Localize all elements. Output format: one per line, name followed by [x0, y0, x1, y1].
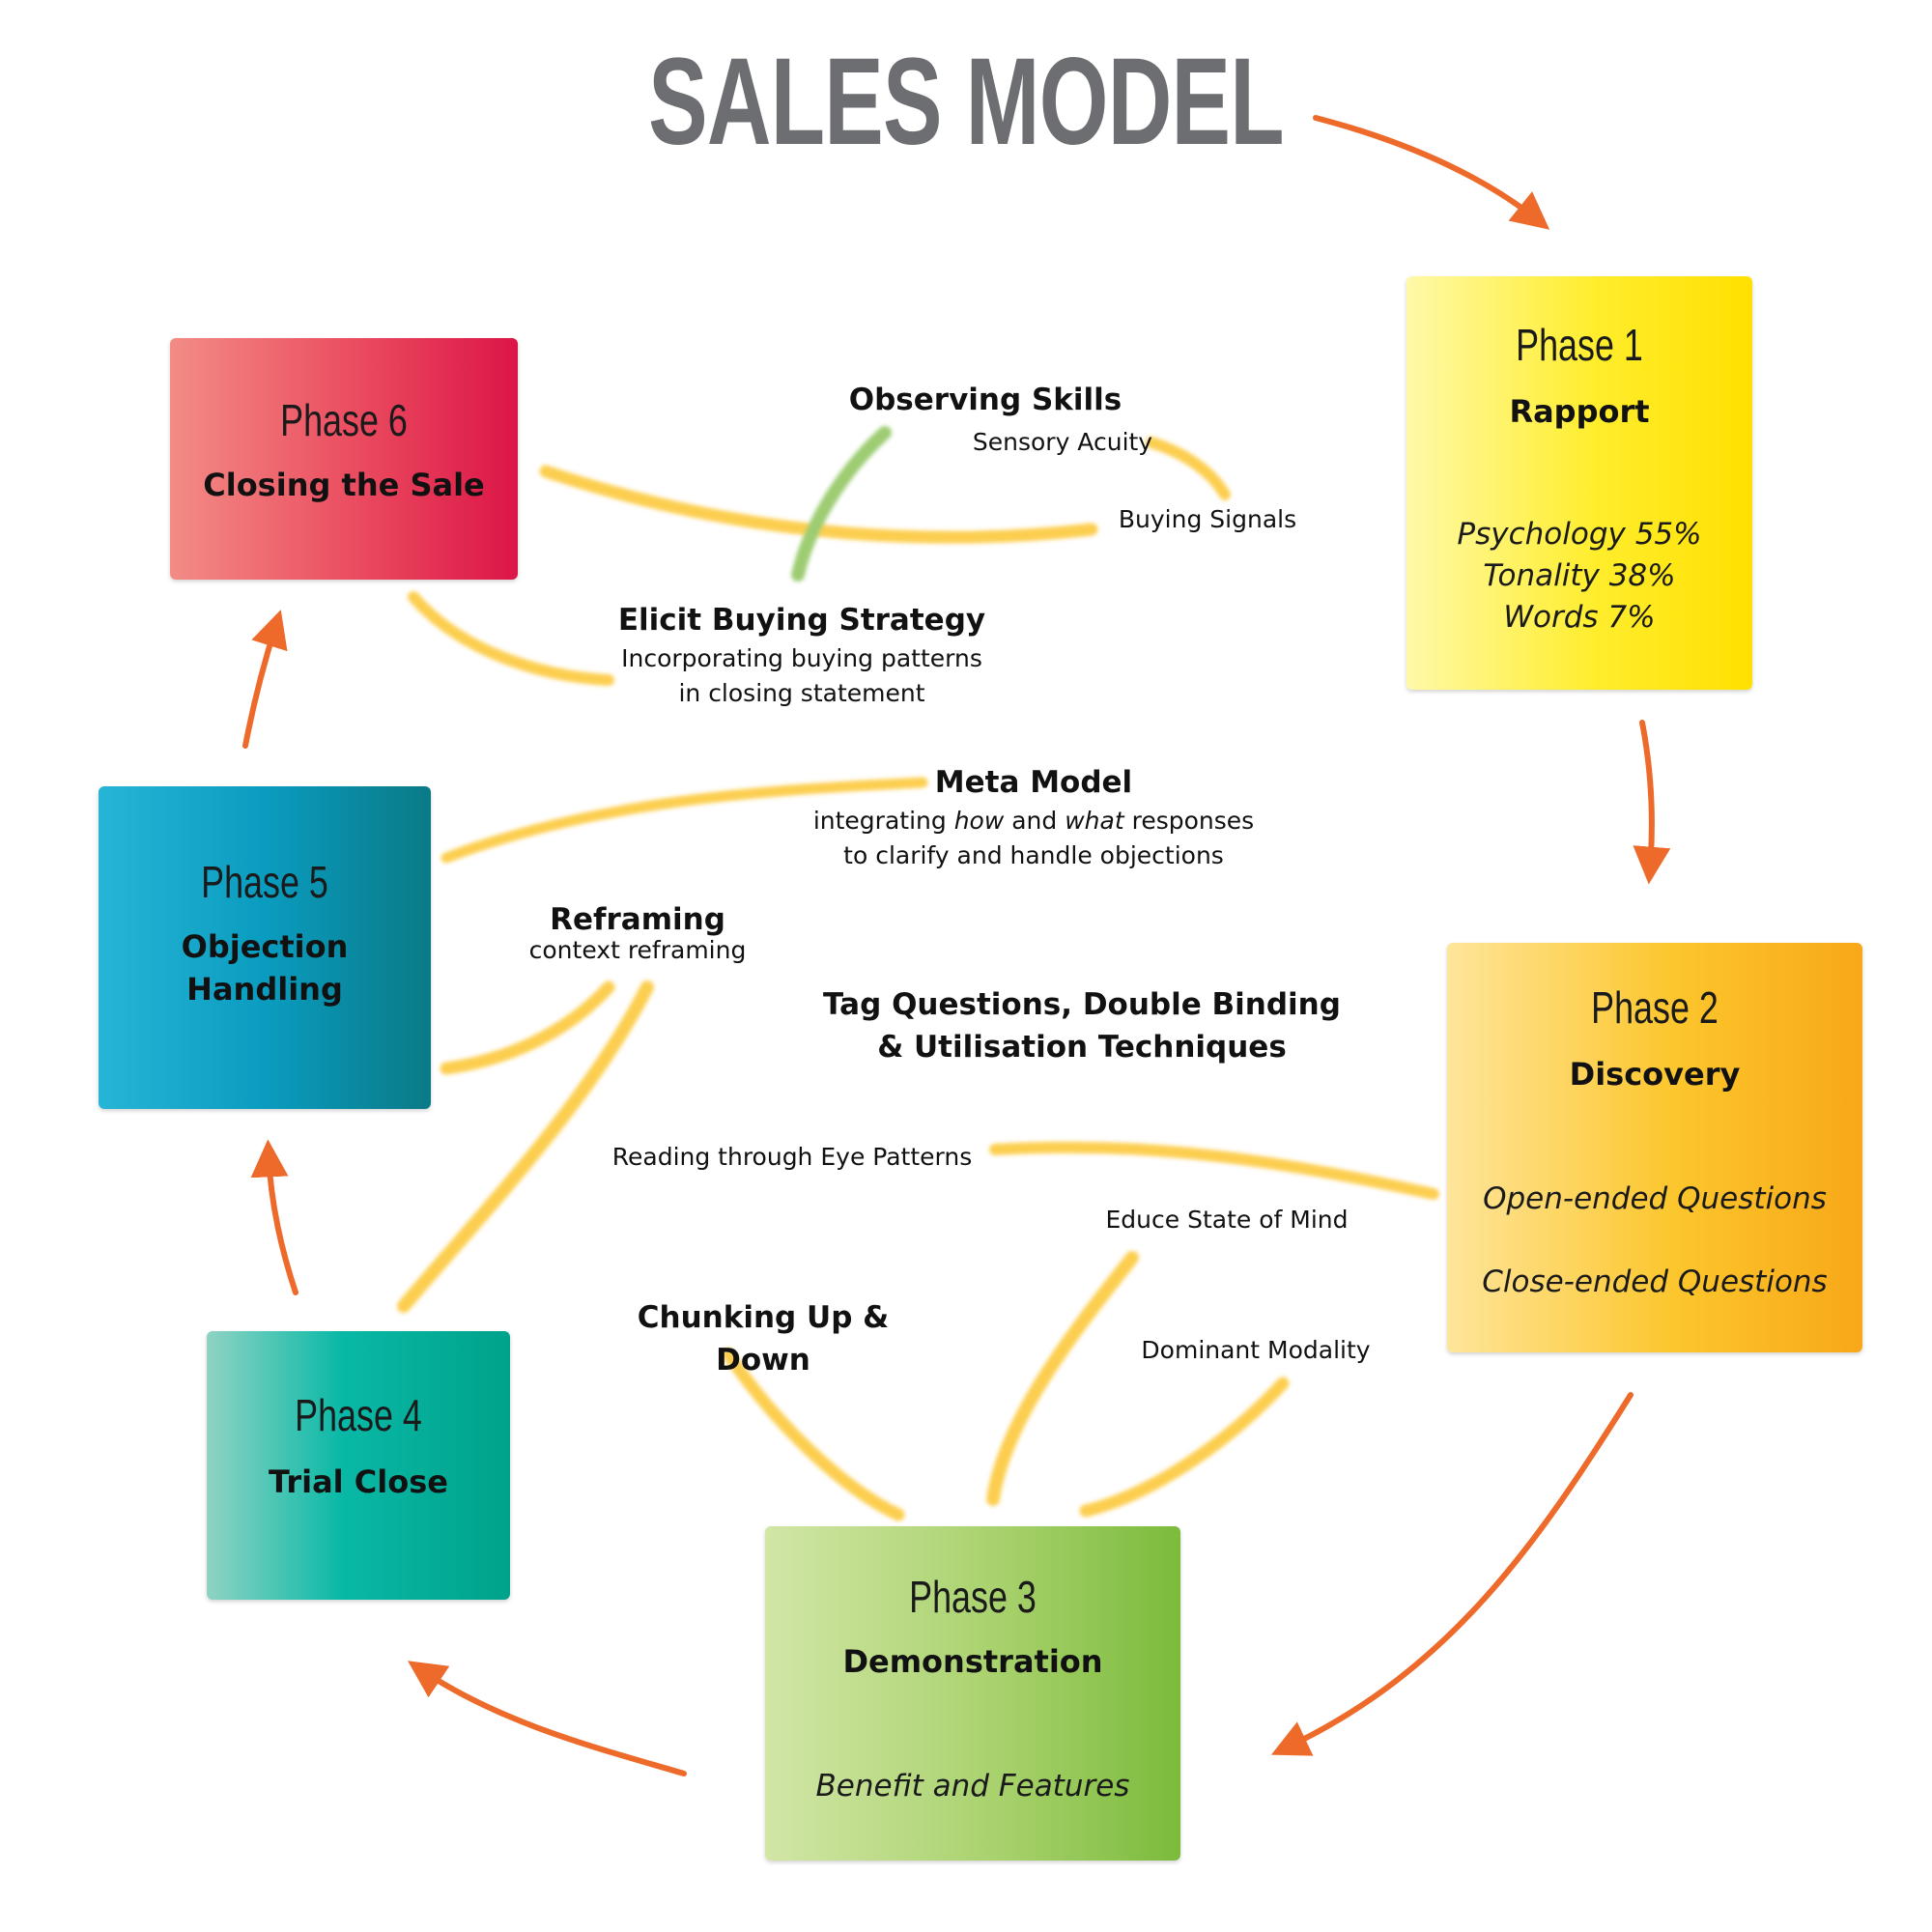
connector-phase6-elicit [408, 591, 614, 686]
skill-eye-patterns: Reading through Eye Patterns [599, 1140, 985, 1175]
phase-4-card: Phase 4 Trial Close [207, 1331, 510, 1600]
elicit-line-2: in closing statement [678, 679, 925, 707]
connector-phase3-chunking [722, 1348, 905, 1521]
skill-observing-skills: Observing Skills [811, 379, 1159, 421]
connector-observing-skills-green [791, 426, 892, 582]
meta-model-line-1: integrating how and what responses [812, 807, 1255, 835]
phase-1-name: Rapport [1509, 393, 1650, 430]
eye-patterns-text: Reading through Eye Patterns [611, 1143, 973, 1171]
diagram-title: SALES MODEL [648, 33, 1284, 171]
phase-1-note-psychology: Psychology 55% [1457, 517, 1702, 552]
phase-2-name: Discovery [1569, 1056, 1741, 1093]
phase-5-name-line2: Handling [186, 971, 343, 1008]
phase-2-note-open-ended: Open-ended Questions [1483, 1181, 1827, 1216]
reframing-title: Reframing [550, 902, 725, 937]
buying-signals-text: Buying Signals [1118, 505, 1297, 533]
phase-4-label: Phase 4 [295, 1390, 422, 1440]
connector-phase3-educe [986, 1251, 1139, 1506]
phase-1-note-tonality: Tonality 38% [1483, 558, 1676, 593]
educe-text: Educe State of Mind [1105, 1206, 1349, 1234]
phase-3-card: Phase 3 Demonstration Benefit and Featur… [765, 1526, 1180, 1861]
connector-phase5-reframing [440, 980, 615, 1075]
skill-educe-state: Educe State of Mind [1082, 1203, 1372, 1237]
reframing-sub: context reframing [528, 936, 747, 964]
connector-phase2-eye-patterns [989, 1141, 1439, 1200]
connector-phase4-reframing [397, 980, 654, 1313]
skill-meta-model: Meta Model integrating how and what resp… [773, 761, 1294, 873]
phase-6-card: Phase 6 Closing the Sale [170, 338, 518, 580]
connector-sensory-acuity [1146, 437, 1231, 500]
phase-3-note-benefit: Benefit and Features [815, 1769, 1130, 1804]
phase-6-label: Phase 6 [280, 395, 408, 445]
phase-5-name-line1: Objection [181, 928, 349, 965]
arrow-phase4-to-phase5 [250, 1139, 298, 1295]
skill-tag-questions: Tag Questions, Double Binding & Utilisat… [802, 983, 1362, 1068]
skill-dominant-modality: Dominant Modality [1111, 1333, 1401, 1368]
sensory-acuity-text: Sensory Acuity [972, 428, 1153, 456]
phase-2-label: Phase 2 [1591, 982, 1719, 1033]
connector-phase3-modality [1079, 1377, 1290, 1518]
skill-chunking: Chunking Up & Down [589, 1296, 937, 1381]
phase-5-label: Phase 5 [201, 857, 328, 907]
skill-buying-signals: Buying Signals [1082, 502, 1333, 537]
tag-questions-line-2: & Utilisation Techniques [877, 1030, 1287, 1065]
elicit-line-1: Incorporating buying patterns [621, 644, 982, 672]
meta-model-line-2: to clarify and handle objections [843, 841, 1224, 869]
modality-text: Dominant Modality [1141, 1336, 1371, 1364]
phase-3-label: Phase 3 [909, 1572, 1037, 1622]
phase-5-card: Phase 5 Objection Handling [99, 786, 431, 1109]
phase-1-label: Phase 1 [1516, 320, 1643, 370]
observing-skills-title: Observing Skills [848, 383, 1122, 417]
arrow-phase1-to-phase2 [1633, 720, 1671, 885]
skill-sensory-acuity: Sensory Acuity [927, 425, 1198, 460]
arrow-phase2-to-phase3 [1270, 1392, 1634, 1756]
connector-phase6-buying-signals [539, 465, 1098, 544]
phase-6-name: Closing the Sale [203, 467, 485, 503]
phase-1-note-words: Words 7% [1503, 600, 1656, 635]
arrow-phase5-to-phase6 [242, 610, 288, 749]
phase-3-name: Demonstration [842, 1643, 1103, 1680]
tag-questions-line-1: Tag Questions, Double Binding [823, 987, 1341, 1022]
skill-elicit-buying-strategy: Elicit Buying Strategy Incorporating buy… [580, 599, 1024, 711]
elicit-title: Elicit Buying Strategy [617, 603, 986, 638]
connector-phase5-meta-model [440, 777, 928, 864]
arrow-phase3-to-phase4 [408, 1661, 687, 1776]
arrow-title-to-phase1 [1313, 115, 1550, 230]
skill-reframing: Reframing context reframing [502, 898, 773, 968]
phase-2-card: Phase 2 Discovery Open-ended Questions C… [1447, 943, 1862, 1352]
phase-4-name: Trial Close [269, 1463, 448, 1500]
phase-1-card: Phase 1 Rapport Psychology 55% Tonality … [1406, 276, 1752, 690]
chunking-text: Chunking Up & Down [637, 1300, 890, 1378]
phase-2-note-close-ended: Close-ended Questions [1482, 1264, 1828, 1299]
meta-model-title: Meta Model [934, 765, 1133, 800]
